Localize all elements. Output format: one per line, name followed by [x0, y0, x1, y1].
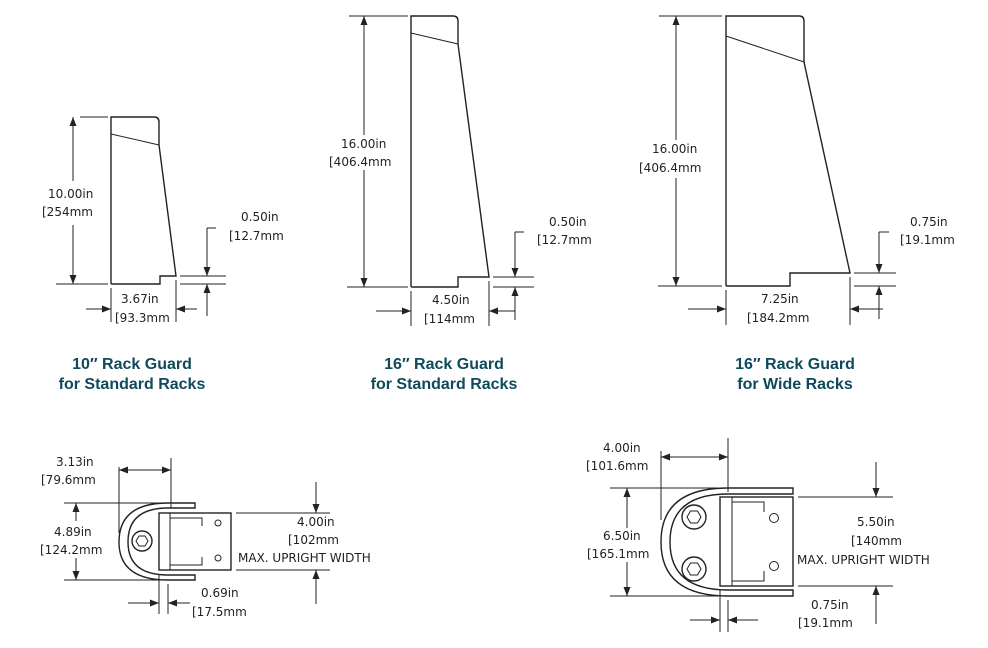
- side-view-16in-standard: 16.00in [406.4mm 4.50in [114mm 0.50in [1…: [329, 15, 592, 393]
- depth-mm: [79.6mm: [41, 473, 96, 487]
- lip-mm: [12.7mm: [229, 229, 284, 243]
- base-inches: 3.67in: [121, 292, 159, 306]
- upright-label: MAX. UPRIGHT WIDTH: [238, 551, 371, 565]
- base-inches: 7.25in: [761, 292, 799, 306]
- depth-mm: [101.6mm: [586, 459, 648, 473]
- height-inches: 16.00in: [341, 137, 386, 151]
- base-mm: [114mm: [424, 312, 475, 326]
- side-view-16in-wide: 16.00in [406.4mm 7.25in [184.2mm 0.75in …: [639, 15, 955, 393]
- upright-inches: 4.00in: [297, 515, 335, 529]
- height-inches: 10.00in: [48, 187, 93, 201]
- upright-label: MAX. UPRIGHT WIDTH: [797, 553, 930, 567]
- upright-mm: [140mm: [851, 534, 902, 548]
- depth-inches: 3.13in: [56, 455, 94, 469]
- width-mm: [124.2mm: [40, 543, 102, 557]
- top-view-standard: 3.13in [79.6mm 4.89in [124.2mm 4.00in [1…: [40, 455, 371, 619]
- width-mm: [165.1mm: [587, 547, 649, 561]
- lip-inches: 0.50in: [549, 215, 587, 229]
- lip-inches: 0.75in: [910, 215, 948, 229]
- caption-title: 16″ Rack Guard: [384, 356, 504, 373]
- height-inches: 16.00in: [652, 142, 697, 156]
- caption-subtitle: for Standard Racks: [371, 376, 518, 393]
- caption-title: 10″ Rack Guard: [72, 356, 192, 373]
- height-mm: [254mm: [42, 205, 93, 219]
- lip-mm: [19.1mm: [900, 233, 955, 247]
- height-mm: [406.4mm: [329, 155, 391, 169]
- base-mm: [184.2mm: [747, 311, 809, 325]
- lip-inches: 0.50in: [241, 210, 279, 224]
- gap-mm: [17.5mm: [192, 605, 247, 619]
- gap-inches: 0.69in: [201, 586, 239, 600]
- width-inches: 4.89in: [54, 525, 92, 539]
- caption-subtitle: for Wide Racks: [737, 376, 853, 393]
- caption-title: 16″ Rack Guard: [735, 356, 855, 373]
- height-mm: [406.4mm: [639, 161, 701, 175]
- upright-inches: 5.50in: [857, 515, 895, 529]
- gap-inches: 0.75in: [811, 598, 849, 612]
- top-view-wide: 4.00in [101.6mm 6.50in [165.1mm 5.50in […: [586, 438, 930, 632]
- lip-mm: [12.7mm: [537, 233, 592, 247]
- base-mm: [93.3mm: [115, 311, 170, 325]
- depth-inches: 4.00in: [603, 441, 641, 455]
- base-inches: 4.50in: [432, 293, 470, 307]
- upright-mm: [102mm: [288, 533, 339, 547]
- gap-mm: [19.1mm: [798, 616, 853, 630]
- side-view-10in-standard: 10.00in [254mm 3.67in [93.3mm 0.50in [12…: [42, 116, 284, 393]
- width-inches: 6.50in: [603, 529, 641, 543]
- caption-subtitle: for Standard Racks: [59, 376, 206, 393]
